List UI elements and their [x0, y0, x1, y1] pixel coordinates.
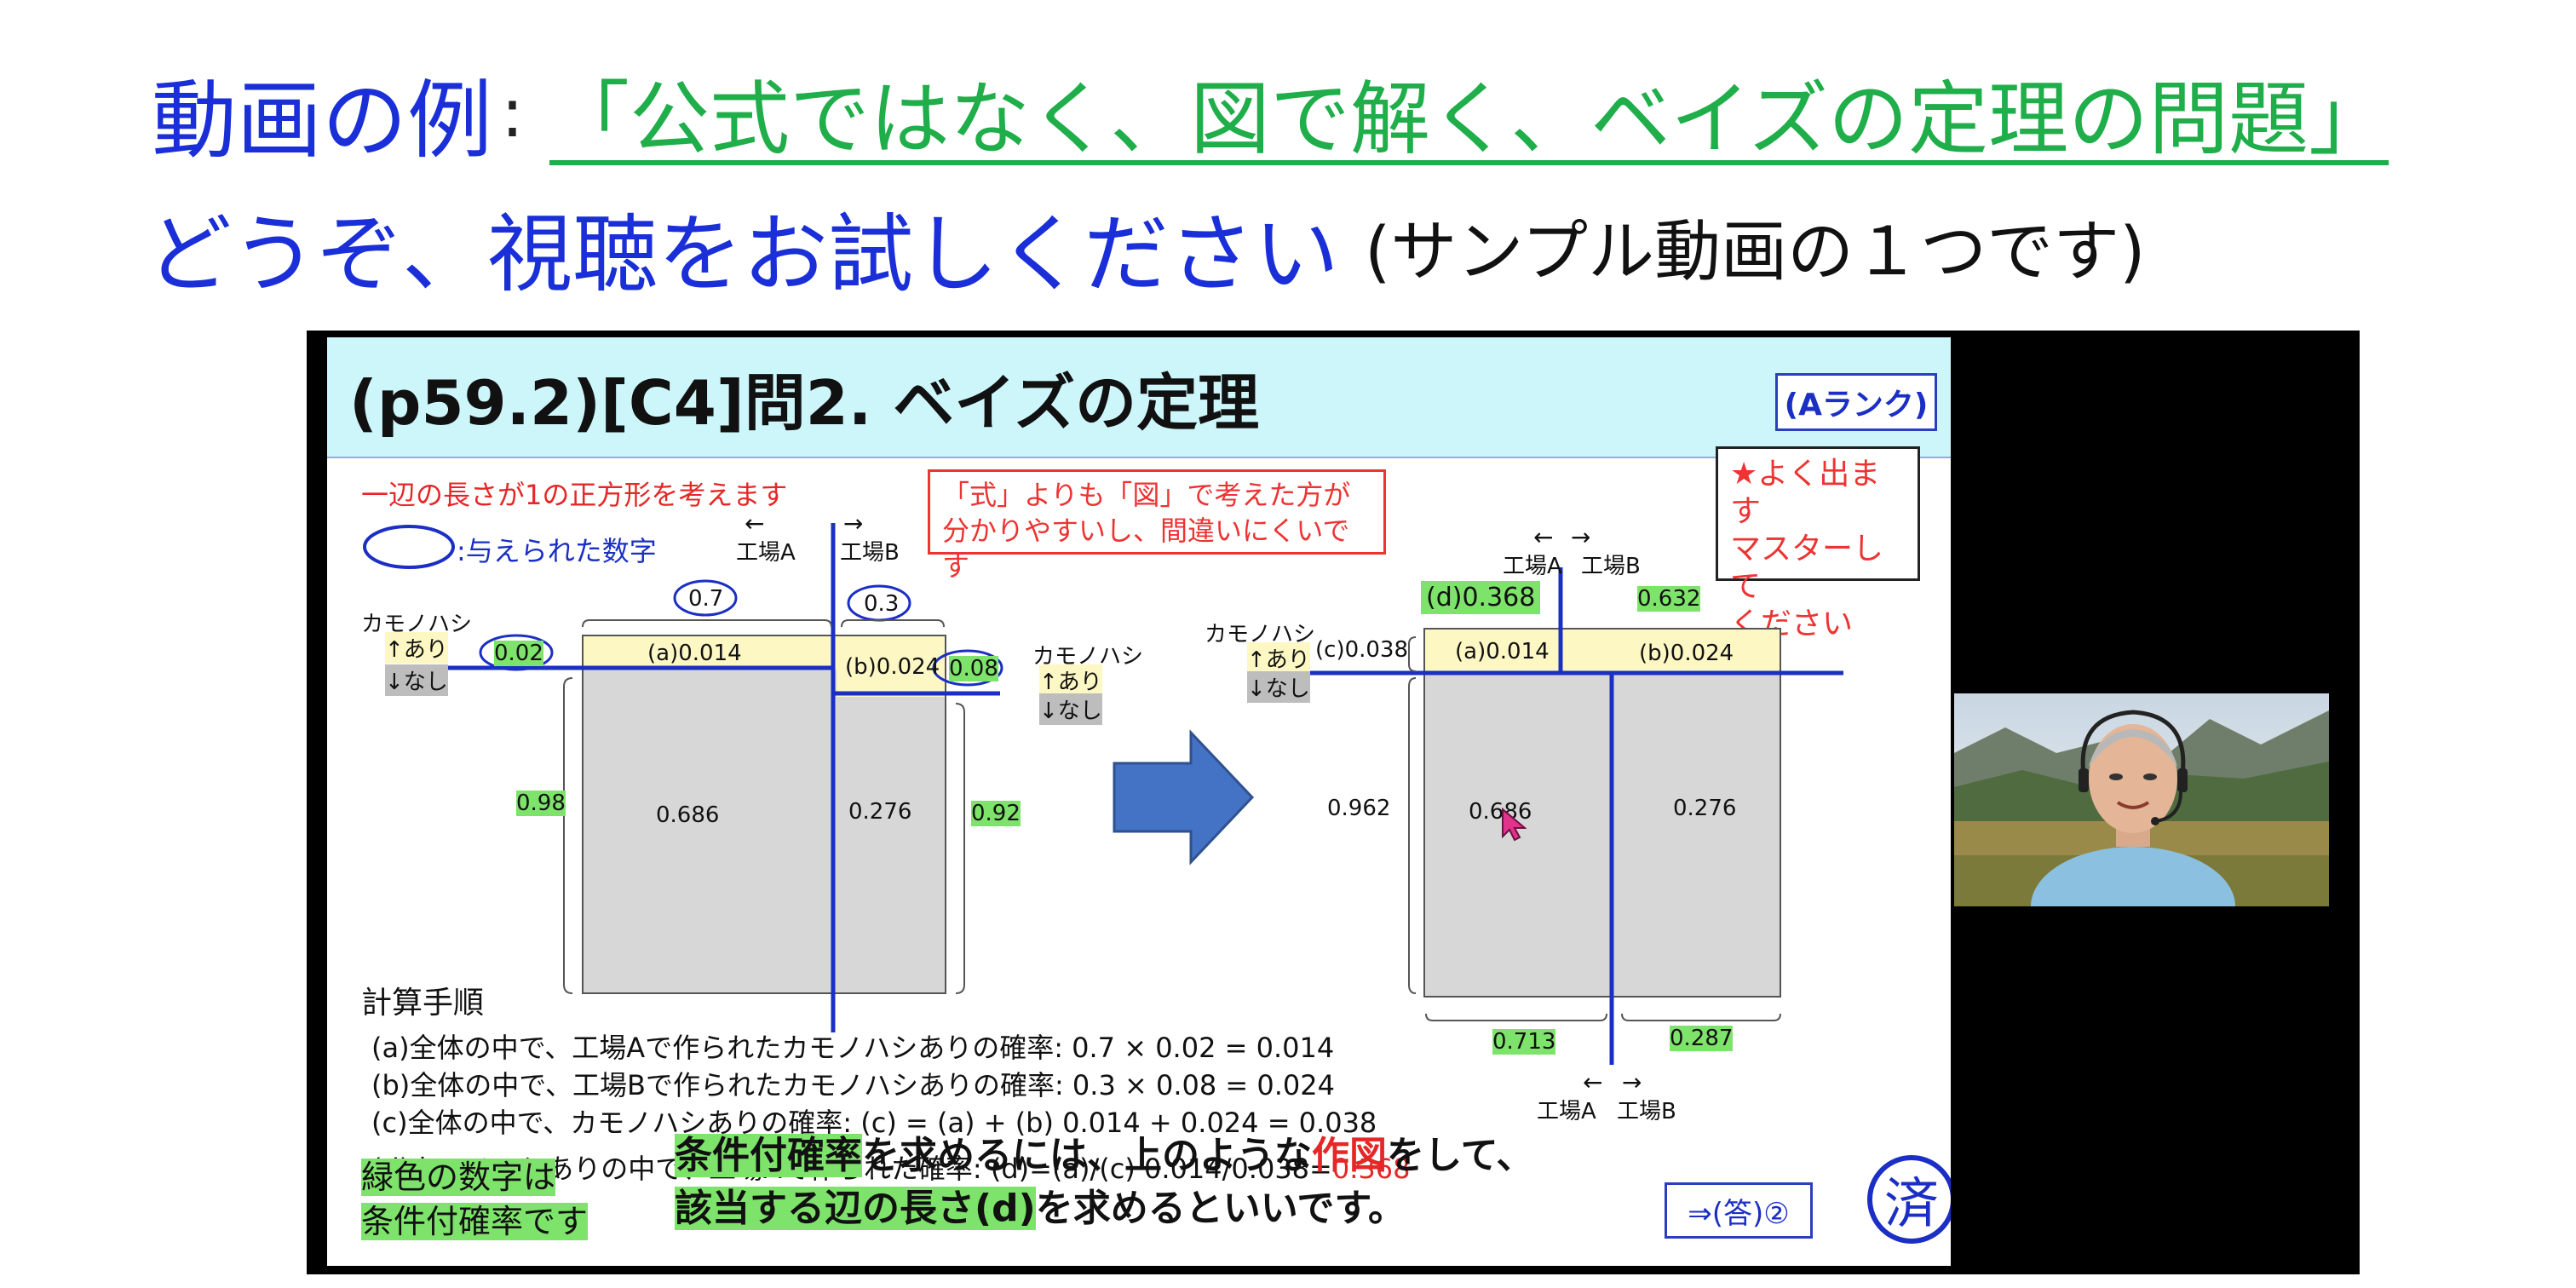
right-cell-a-bg	[1424, 629, 1564, 673]
left-cell-b-no: 0.276	[848, 799, 912, 825]
step-c: (c)全体の中で、カモノハシありの確率: (c) = (a) + (b) 0.0…	[371, 1107, 1377, 1139]
left-arrow-b: →	[843, 509, 864, 538]
presenter-webcam	[1954, 693, 2329, 906]
slide-title-band	[327, 337, 1951, 458]
right-cell-a: (a)0.014	[1455, 639, 1550, 664]
left-no-label-right: ↓なし	[1039, 693, 1102, 725]
step-a: (a)全体の中で、工場Aで作られたカモノハシありの確率: 0.7 × 0.02 …	[371, 1032, 1335, 1064]
right-cell-b-bg	[1564, 629, 1780, 673]
green-number-note: 緑色の数字は 条件付確率です	[361, 1155, 589, 1244]
msg-line1-end: をして、	[1387, 1134, 1534, 1177]
step-b: (b)全体の中で、工場Bで作られたカモノハシありの確率: 0.3 × 0.08 …	[371, 1069, 1335, 1101]
right-yes-prob: 0.08	[949, 656, 998, 681]
note-line-2: 条件付確率です	[361, 1203, 589, 1240]
left-diagram: ← → 工場A 工場B 0.7 0.3 カモノハシ ↑あり ↓なし 0.02 0…	[327, 337, 1951, 1266]
msg-line2-end: を求めるといいです。	[1035, 1187, 1406, 1230]
star-line-1: ★よく出ます	[1730, 457, 1881, 529]
legend-text: :与えられた数字	[457, 535, 657, 567]
right-cell-a-no-bg	[1424, 673, 1564, 997]
note-line-1: 緑色の数字は	[361, 1159, 556, 1196]
header-colon: :	[501, 72, 524, 152]
left-yes-label-right: ↑あり	[1039, 664, 1102, 696]
left-yes-label: ↑あり	[385, 632, 448, 664]
lecture-slide: (p59.2)[C4]問2. ベイズの定理 (Aランク) 一辺の長さが1の正方形…	[327, 337, 1951, 1266]
right-cell-a-no: 0.686	[1469, 799, 1532, 825]
right-cell-b-no: 0.276	[1673, 796, 1737, 821]
right-cell-b-no-bg	[1564, 673, 1780, 997]
left-cell-b-no-bg	[837, 697, 946, 993]
right-d-value: (d)0.368	[1421, 581, 1541, 614]
right-yes-label: ↑あり	[1247, 642, 1310, 674]
conclusion-message: 条件付確率を求めるには、上のような作図をして、 該当する辺の長さ(d)を求めると…	[675, 1130, 1533, 1235]
done-stamp: 済	[1867, 1155, 1951, 1244]
left-cell-a-bg	[583, 635, 837, 670]
msg-line1-red: 作図	[1312, 1134, 1387, 1177]
left-factory-b-label: 工場B	[840, 540, 900, 566]
right-no-prob: 0.92	[971, 801, 1021, 826]
right-factory-a-label: 工場A	[1503, 554, 1562, 579]
legend-ellipse-icon	[363, 525, 455, 569]
header-line-2: どうぞ、視聴をお試しください (サンプル動画の１つです)	[147, 191, 2146, 304]
star-line-2: マスターして	[1730, 532, 1884, 604]
mouse-cursor-icon	[1502, 808, 1527, 842]
left-no-label: ↓なし	[385, 664, 448, 696]
steps-heading: 計算手順	[361, 986, 485, 1021]
right-bottom-arrow-b: →	[1622, 1068, 1642, 1096]
left-diagram-lines	[405, 523, 1003, 1032]
header-line-1: 動画の例 : 「公式ではなく、図で解く、ベイズの定理の問題」	[152, 53, 2389, 172]
left-cell-b: (b)0.024	[845, 654, 940, 680]
right-no-total: 0.962	[1327, 796, 1391, 821]
video-player[interactable]: (p59.2)[C4]問2. ベイズの定理 (Aランク) 一辺の長さが1の正方形…	[307, 331, 2360, 1274]
header-invite: どうぞ、視聴をお試しください	[147, 204, 1339, 304]
msg-line1-mid: を求めるには、上のような	[862, 1134, 1312, 1177]
slide-title: (p59.2)[C4]問2. ベイズの定理	[349, 367, 1260, 439]
right-arrow-b: →	[1571, 523, 1591, 551]
right-diagram-lines	[1268, 567, 1843, 1065]
left-factory-a-label: 工場A	[736, 540, 796, 566]
rank-badge: (Aランク)	[1775, 373, 1937, 431]
right-top-b: 0.632	[1637, 586, 1701, 612]
right-bottom-factory-b: 工場B	[1617, 1099, 1676, 1124]
answer-button[interactable]: ⇒(答)②	[1665, 1182, 1813, 1239]
left-cell-b-bg	[837, 635, 946, 697]
msg-line2-highlight: 該当する辺の長さ(d)	[675, 1187, 1036, 1230]
hint-box: 「式」よりも「図」で考えた方が 分かりやすいし、間違いにくいです	[928, 469, 1386, 583]
left-yes-prob: 0.02	[494, 641, 543, 666]
hint-line-1: 「式」よりも「図」で考えた方が	[942, 479, 1351, 511]
video-title-link[interactable]: 「公式ではなく、図で解く、ベイズの定理の問題」	[549, 73, 2389, 166]
right-bottom-b: 0.287	[1670, 1026, 1734, 1051]
header-sample-note: (サンプル動画の１つです)	[1365, 214, 2146, 290]
right-no-label: ↓なし	[1247, 671, 1310, 703]
right-arrow-a: ←	[1533, 523, 1554, 551]
left-cell-a: (a)0.014	[647, 641, 742, 666]
right-c-value: (c)0.038	[1315, 637, 1409, 663]
right-diagram: → ← 工場A 工場B (d)0.368 0.632 カモノハシ ↑あり ↓なし…	[327, 337, 1951, 1266]
left-cell-a-no-bg	[583, 670, 837, 993]
step-d-result: 0.368	[1331, 1153, 1411, 1185]
right-factory-b-label: 工場B	[1581, 554, 1641, 579]
calculation-steps: 計算手順 (a)全体の中で、工場Aで作られたカモノハシありの確率: 0.7 × …	[361, 985, 1410, 1187]
left-arrow-a: ←	[745, 509, 765, 538]
intro-text: 一辺の長さが1の正方形を考えます	[361, 479, 788, 511]
left-cell-a-no: 0.686	[656, 802, 720, 828]
msg-line1-highlight: 条件付確率	[675, 1134, 862, 1177]
hint-line-2: 分かりやすいし、間違いにくいです	[942, 515, 1350, 583]
right-bottom-factory-a: 工場A	[1537, 1099, 1596, 1124]
transform-arrow-icon	[1113, 729, 1255, 865]
star-note-box: ★よく出ます マスターして ください	[1716, 446, 1920, 641]
left-no-prob: 0.98	[516, 791, 566, 816]
right-bottom-arrow-a: ←	[1583, 1068, 1603, 1096]
right-bottom-a: 0.713	[1492, 1029, 1556, 1055]
left-top-a: 0.7	[688, 586, 724, 612]
header-prefix: 動画の例	[152, 70, 492, 170]
right-cell-b: (b)0.024	[1639, 641, 1734, 666]
left-top-b: 0.3	[864, 591, 900, 617]
